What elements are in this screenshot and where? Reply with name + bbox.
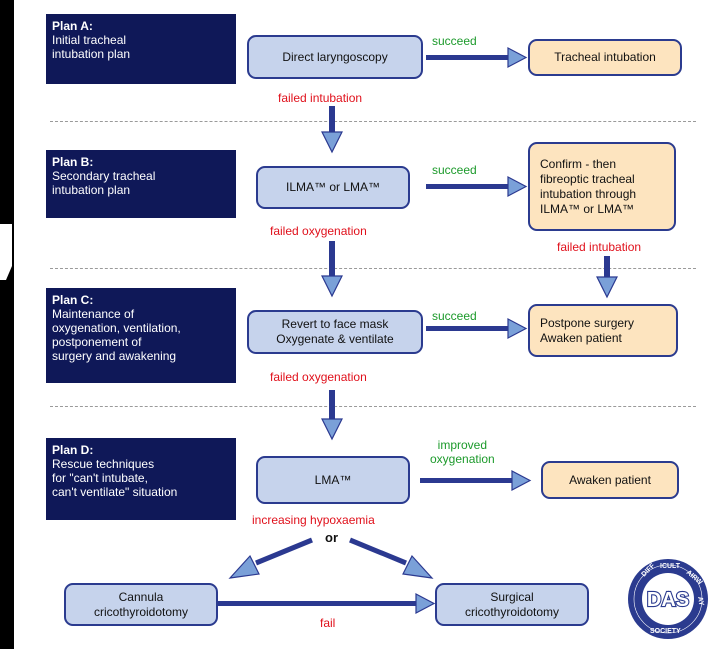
plan-a-box: Plan A: Initial tracheal intubation plan (46, 14, 236, 84)
surgical-line-2: cricothyroidotomy (464, 604, 560, 619)
arrow-b-to-c (321, 241, 343, 298)
plan-a-line-2: intubation plan (52, 47, 131, 61)
plan-b-line-2: intubation plan (52, 183, 131, 197)
plan-d-box: Plan D: Rescue techniques for "can't int… (46, 438, 236, 520)
arrow-cannula-to-surgical (218, 593, 436, 614)
arrow-c-succeed (426, 318, 528, 339)
plan-b-title: Plan B: (52, 155, 94, 169)
das-logo-graphic: DAS DIFF ICULT AIRW AY SOCIETY (628, 559, 708, 639)
svg-text:DAS: DAS (647, 589, 689, 611)
plan-c-box: Plan C: Maintenance of oxygenation, vent… (46, 288, 236, 383)
separator-b-c (50, 268, 696, 269)
arrow-to-surgical (349, 537, 434, 579)
arrow-a-to-b (321, 106, 343, 154)
lma-box: LMA™ (256, 456, 410, 504)
or-label: or (325, 530, 338, 545)
svg-text:SOCIETY: SOCIETY (650, 628, 681, 635)
plan-d-line-2: for "can't intubate, (52, 471, 148, 485)
postpone-line-2: Awaken patient (540, 330, 622, 345)
arrow-fibreoptic-to-postpone (596, 256, 618, 299)
fibreoptic-line-1: Confirm - then (540, 156, 617, 171)
arrow-b-succeed (426, 176, 528, 197)
revert-face-mask-box: Revert to face mask Oxygenate & ventilat… (247, 310, 423, 354)
arrow-c-to-d (321, 390, 343, 441)
postpone-line-1: Postpone surgery (540, 315, 635, 330)
plan-c-line-3: postponement of (52, 335, 142, 349)
plan-c-line-2: oxygenation, ventilation, (52, 321, 181, 335)
awaken-patient-label: Awaken patient (569, 472, 651, 487)
plan-c-title: Plan C: (52, 293, 94, 307)
cannula-line-1: Cannula (118, 589, 164, 604)
improved-oxygenation-label: improved oxygenation (430, 438, 495, 466)
plan-a-title: Plan A: (52, 19, 93, 33)
ilma-or-lma-box: ILMA™ or LMA™ (256, 166, 410, 209)
plan-c-line-4: surgery and awakening (52, 349, 177, 363)
failed-intubation-label: failed intubation (278, 91, 363, 105)
fail-label: fail (320, 616, 336, 630)
tracheal-intubation-label: Tracheal intubation (554, 50, 656, 64)
plan-d-line-1: Rescue techniques (52, 457, 155, 471)
succeed-label-a: succeed (432, 34, 477, 48)
postpone-surgery-box: Postpone surgery Awaken patient (528, 304, 678, 357)
cropped-letter (0, 222, 14, 282)
revert-line-2: Oxygenate & ventilate (276, 332, 394, 346)
svg-text:ICULT: ICULT (660, 563, 681, 570)
direct-laryngoscopy-box: Direct laryngoscopy (247, 35, 423, 79)
failed-intubation-label-fibreoptic: failed intubation (557, 240, 642, 254)
plan-d-title: Plan D: (52, 443, 94, 457)
improved-line-2: oxygenation (430, 452, 495, 466)
svg-text:AY: AY (696, 596, 705, 606)
revert-line-1: Revert to face mask (281, 317, 389, 331)
plan-d-line-3: can't ventilate" situation (52, 485, 178, 499)
plan-b-box: Plan B: Secondary tracheal intubation pl… (46, 150, 236, 218)
das-logo: DAS DIFF ICULT AIRW AY SOCIETY (626, 557, 710, 641)
direct-laryngoscopy-label: Direct laryngoscopy (282, 49, 388, 64)
flow-arrows (218, 47, 618, 614)
succeed-label-b: succeed (432, 163, 477, 177)
arrow-to-cannula (228, 537, 313, 579)
separator-c-d (50, 406, 696, 407)
surgical-cricothyroidotomy-box: Surgical cricothyroidotomy (435, 583, 589, 626)
plan-b-line-1: Secondary tracheal (52, 169, 156, 183)
awaken-patient-box: Awaken patient (541, 461, 679, 499)
fibreoptic-intubation-box: Confirm - then fibreoptic tracheal intub… (528, 142, 676, 231)
surgical-line-1: Surgical (490, 589, 534, 604)
arrow-d-improved (420, 470, 532, 491)
cannula-cricothyroidotomy-box: Cannula cricothyroidotomy (64, 583, 218, 626)
improved-line-1: improved (437, 438, 488, 452)
separator-a-b (50, 121, 696, 122)
tracheal-intubation-box: Tracheal intubation (528, 39, 682, 76)
fibreoptic-line-3: intubation through (540, 186, 637, 201)
arrow-a-succeed (426, 47, 528, 68)
fibreoptic-line-2: fibreoptic tracheal (540, 171, 635, 186)
failed-oxygenation-label-b: failed oxygenation (270, 224, 367, 238)
failed-oxygenation-label-c: failed oxygenation (270, 370, 367, 384)
lma-label: LMA™ (314, 472, 352, 487)
increasing-hypoxaemia-label: increasing hypoxaemia (252, 513, 375, 527)
succeed-label-c: succeed (432, 309, 477, 323)
plan-a-line-1: Initial tracheal (52, 33, 127, 47)
fibreoptic-line-4: ILMA™ or LMA™ (540, 201, 635, 216)
cannula-line-2: cricothyroidotomy (93, 604, 189, 619)
das-guideline-flowchart: Plan A: Initial tracheal intubation plan… (14, 0, 711, 649)
plan-c-line-1: Maintenance of (52, 307, 135, 321)
ilma-or-lma-label: ILMA™ or LMA™ (285, 180, 381, 194)
